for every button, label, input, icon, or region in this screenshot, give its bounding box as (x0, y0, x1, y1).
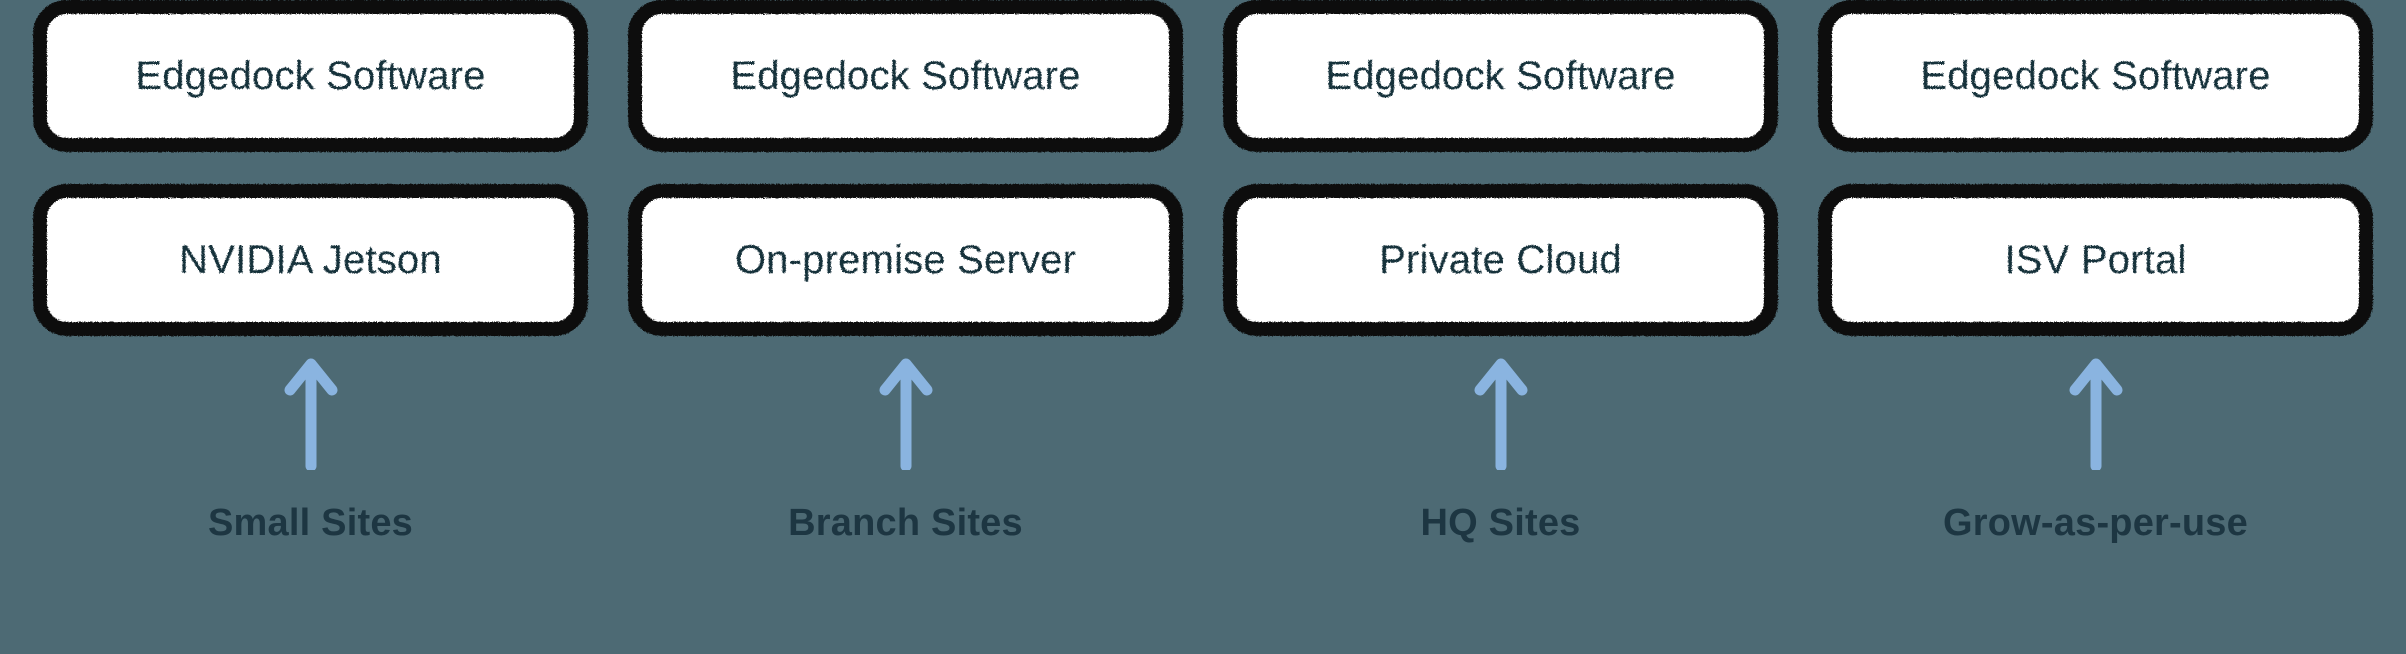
node-label-platform-2: On-premise Server (734, 238, 1077, 282)
caption-small-sites: Small Sites (208, 502, 413, 544)
node-label-software-4: Edgedock Software (1920, 54, 2271, 98)
up-arrow-icon-4 (2069, 358, 2122, 470)
caption-wrap-2: Branch Sites (788, 482, 1023, 654)
up-arrow-icon-1 (284, 358, 337, 470)
node-software-3[interactable]: Edgedock Software (1223, 0, 1778, 152)
node-label-software-3: Edgedock Software (1325, 54, 1676, 98)
node-label-platform-3: Private Cloud (1379, 238, 1622, 282)
column-grow-as-per-use: Edgedock Software ISV Portal Grow-as-per… (1818, 0, 2373, 654)
caption-wrap-4: Grow-as-per-use (1943, 482, 2248, 654)
arrow-wrap-1 (284, 352, 338, 482)
column-branch-sites: Edgedock Software On-premise Server Bran… (628, 0, 1183, 654)
node-label-software-1: Edgedock Software (135, 54, 486, 98)
node-platform-4[interactable]: ISV Portal (1818, 184, 2373, 336)
arrow-wrap-3 (1474, 352, 1528, 482)
caption-wrap-3: HQ Sites (1421, 482, 1581, 654)
column-hq-sites: Edgedock Software Private Cloud HQ Sites (1223, 0, 1778, 654)
node-label-platform-4: ISV Portal (2004, 238, 2187, 282)
node-platform-1[interactable]: NVIDIA Jetson (33, 184, 588, 336)
caption-branch-sites: Branch Sites (788, 502, 1023, 544)
node-platform-3[interactable]: Private Cloud (1223, 184, 1778, 336)
node-software-4[interactable]: Edgedock Software (1818, 0, 2373, 152)
node-label-software-2: Edgedock Software (730, 54, 1081, 98)
node-software-2[interactable]: Edgedock Software (628, 0, 1183, 152)
node-platform-2[interactable]: On-premise Server (628, 184, 1183, 336)
caption-grow-as-per-use: Grow-as-per-use (1943, 502, 2248, 544)
arrow-wrap-4 (2069, 352, 2123, 482)
caption-wrap-1: Small Sites (208, 482, 413, 654)
caption-hq-sites: HQ Sites (1420, 502, 1581, 544)
node-software-1[interactable]: Edgedock Software (33, 0, 588, 152)
arrow-wrap-2 (879, 352, 933, 482)
node-label-platform-1: NVIDIA Jetson (179, 238, 442, 282)
up-arrow-icon-3 (1474, 358, 1527, 470)
column-small-sites: Edgedock Software NVIDIA Jetson Small Si… (33, 0, 588, 654)
up-arrow-icon-2 (879, 358, 932, 470)
